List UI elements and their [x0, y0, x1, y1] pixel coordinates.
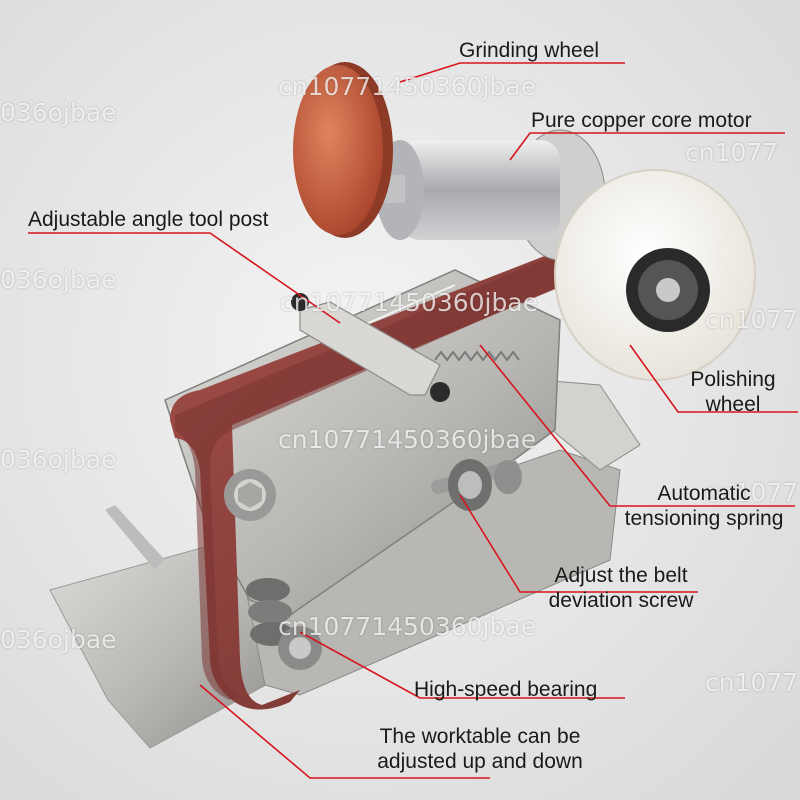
watermark: cn1077: [705, 305, 799, 334]
watermark: cn10771450360jbae: [278, 425, 537, 454]
watermark: 036ojbae: [0, 445, 117, 474]
tool-post-knob-lower: [430, 382, 450, 402]
label-tool-post: Adjustable angle tool post: [28, 208, 269, 231]
label-worktable: The worktable can be adjusted up and dow…: [340, 724, 620, 774]
leader-grinding-wheel: [399, 62, 625, 83]
leader-worktable: [199, 684, 490, 779]
polishing-wheel: [554, 169, 756, 381]
label-worktable-line1: The worktable can be: [379, 725, 581, 748]
label-screw: Adjust the belt deviation screw: [526, 563, 716, 613]
label-spring-line1: Automatic: [657, 482, 751, 505]
leader-motor: [509, 132, 785, 161]
label-spring: Automatic tensioning spring: [610, 481, 798, 531]
watermark: cn10771450360jbae: [278, 72, 537, 101]
tension-spring: [434, 350, 520, 362]
watermark: 036ojbae: [0, 625, 117, 654]
label-polishing-wheel-line2: wheel: [705, 393, 761, 416]
leader-screw: [459, 494, 698, 593]
label-spring-line2: tensioning spring: [624, 507, 784, 530]
label-worktable-line2: adjusted up and down: [377, 750, 583, 773]
leader-polishing-wheel: [629, 344, 798, 413]
leader-lines: [28, 62, 798, 779]
label-screw-line1: Adjust the belt: [554, 564, 688, 587]
worktable-bracket: [105, 505, 165, 570]
bearing-stack: [246, 578, 322, 670]
label-polishing-wheel-line1: Polishing: [690, 368, 776, 391]
watermark: 036ojbae: [0, 98, 117, 127]
base-plate: [239, 449, 621, 696]
leader-tool-post: [28, 232, 341, 324]
label-bearing: High-speed bearing: [414, 678, 598, 701]
watermark: cn1077: [685, 138, 779, 167]
label-motor: Pure copper core motor: [531, 109, 752, 132]
sanding-belt: [170, 248, 605, 710]
label-polishing-wheel: Polishing wheel: [678, 367, 788, 417]
deviation-screw: [431, 459, 522, 511]
watermark: 036ojbae: [0, 265, 117, 294]
tool-post: [299, 301, 441, 396]
grinding-wheel: [293, 62, 393, 238]
watermark: cn1077: [705, 478, 799, 507]
label-grinding-wheel: Grinding wheel: [459, 39, 600, 62]
watermark: cn10771450360jbae: [280, 288, 539, 317]
watermark: cn10771450360jbae: [278, 612, 537, 641]
leader-bearing: [299, 631, 625, 699]
label-screw-line2: deviation screw: [548, 589, 694, 612]
front-bolt: [224, 469, 276, 521]
watermark: cn1077: [705, 668, 799, 697]
leader-spring: [479, 344, 795, 507]
